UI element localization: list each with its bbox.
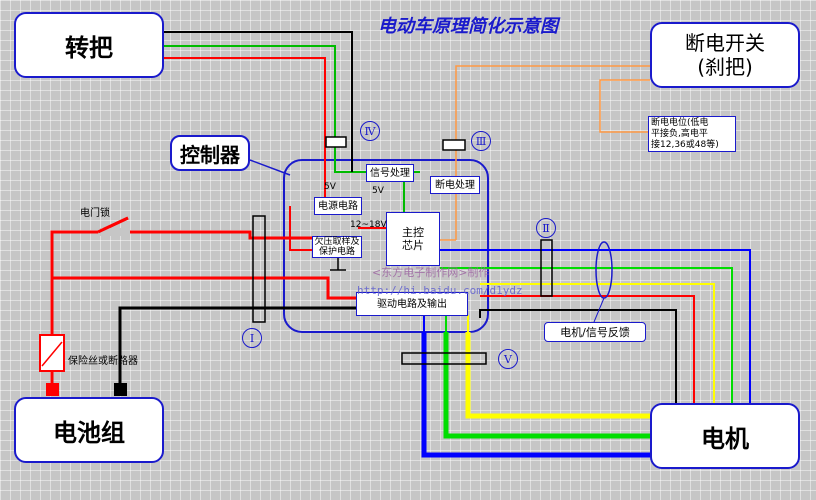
connector-v-label: Ⅴ <box>498 349 518 369</box>
throttle-label: 转把 <box>65 33 113 62</box>
connector-i <box>252 215 266 323</box>
hall-yellow <box>480 283 715 403</box>
phase-green <box>443 332 650 439</box>
red-wire-2 <box>52 276 358 300</box>
fuse-label: 保险丝或断路器 <box>68 356 138 367</box>
motor-label: 电机 <box>701 424 749 453</box>
connector-ii-label: Ⅱ <box>536 218 556 238</box>
battery-pos-terminal <box>46 383 59 396</box>
red-main-wire <box>50 230 314 340</box>
signal-module: 信号处理 <box>366 164 414 182</box>
black-ground-wire <box>118 306 358 385</box>
mcu-label-2: 芯片 <box>402 239 424 252</box>
watermark-line1: <东方电子制作网>制作 <box>372 266 490 279</box>
driver-module: 驱动电路及输出 <box>356 292 468 316</box>
throttle-block: 转把 <box>14 12 164 78</box>
brake-note-line3: 接12,36或48等) <box>651 140 719 150</box>
door-lock-gap <box>98 228 130 236</box>
protect-module: 欠压取样及 保护电路 <box>312 236 362 258</box>
controller-label-leader <box>249 159 291 176</box>
label-12v: 12~18V <box>350 220 387 230</box>
connector-i-label: Ⅰ <box>242 328 262 348</box>
phase-blue <box>421 332 650 458</box>
battery-block: 电池组 <box>14 397 164 463</box>
power-module: 电源电路 <box>314 197 362 215</box>
battery-label: 电池组 <box>53 418 125 447</box>
hall-green <box>440 267 733 403</box>
motor-block: 电机 <box>650 403 800 469</box>
controller-outline <box>283 159 489 333</box>
brake-note-line1: 断电电位(低电 <box>651 118 709 128</box>
throttle-wire-red <box>164 57 326 199</box>
brake-switch-block: 断电开关 (刹把) <box>650 22 800 88</box>
throttle-wire-black <box>164 31 353 160</box>
hall-blue <box>440 249 751 403</box>
connector-iii-block <box>442 139 466 151</box>
label-5v-a: 5V <box>324 182 336 192</box>
brake-switch-sub: (刹把) <box>697 55 753 79</box>
connector-iv-block <box>325 136 347 148</box>
fuse-diag <box>41 341 63 367</box>
protect-label-1: 欠压取样及 <box>314 237 360 247</box>
feedback-leader <box>593 297 605 323</box>
connector-v <box>401 352 487 365</box>
brake-note: 断电电位(低电 平接负,高电平 接12,36或48等) <box>648 116 736 152</box>
watermark-line2: http://hi.baidu.com/d1ydz <box>357 284 523 297</box>
red-internal <box>289 206 314 251</box>
hall-black <box>479 309 677 403</box>
mcu-label-1: 主控 <box>402 226 424 239</box>
connector-iii-label: Ⅲ <box>471 131 491 151</box>
connector-iv-label: Ⅳ <box>360 121 380 141</box>
door-lock-label: 电门锁 <box>80 208 110 219</box>
feedback-label: 电机/信号反馈 <box>544 322 646 342</box>
controller-label: 控制器 <box>170 135 250 171</box>
brake-wire-orange-2 <box>599 79 650 133</box>
brake-switch-label: 断电开关 <box>685 31 765 55</box>
brake-module: 断电处理 <box>430 176 480 194</box>
brake-wire-orange-1 <box>455 65 650 178</box>
door-lock-switch-blade <box>97 216 129 234</box>
mcu-module: 主控 芯片 <box>386 212 440 266</box>
protect-label-2: 保护电路 <box>318 247 355 257</box>
phase-yellow <box>465 332 650 419</box>
brake-note-line2: 平接负,高电平 <box>651 129 708 139</box>
label-5v-b: 5V <box>372 186 384 196</box>
connector-ii <box>540 239 553 297</box>
battery-neg-terminal <box>114 383 127 396</box>
diagram-title: 电动车原理简化示意图 <box>378 16 558 37</box>
